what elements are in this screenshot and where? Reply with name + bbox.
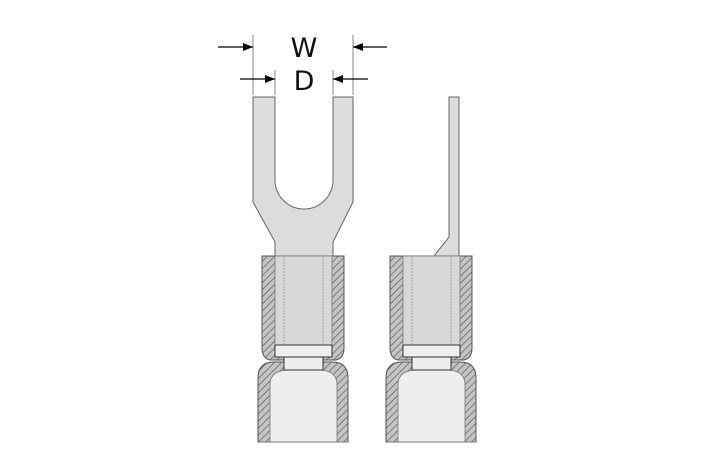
spade-fork — [252, 96, 354, 257]
label-d: D — [294, 66, 315, 97]
left-insulated-sleeve — [257, 255, 349, 443]
right-insulated-sleeve — [385, 255, 477, 443]
label-w: W — [291, 33, 318, 64]
side-view-blade — [432, 96, 460, 257]
